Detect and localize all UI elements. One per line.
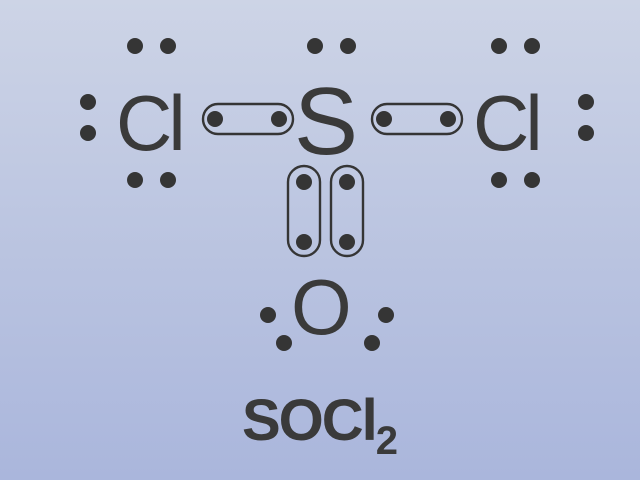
atom-chlorine-right: Cl: [473, 79, 543, 167]
bond-s-o-second: [329, 164, 365, 258]
bond-s-right-cl: [370, 102, 464, 136]
formula-subscript: 2: [375, 419, 399, 463]
lone-pair-s-top: [307, 38, 356, 54]
atom-oxygen: O: [291, 263, 352, 351]
lone-pair-left-cl-left: [80, 94, 96, 141]
lone-pair-right-cl-top: [491, 38, 540, 54]
molecular-formula: SOCl2: [0, 392, 640, 463]
lone-pair-right-cl-bottom: [491, 172, 540, 188]
lone-pair-left-cl-bottom: [127, 172, 176, 188]
bond-left-cl-s: [201, 102, 295, 136]
atom-sulfur: S: [294, 68, 359, 175]
lone-pair-o-right: [364, 307, 394, 351]
atom-chlorine-left: Cl: [116, 79, 186, 167]
lone-pair-right-cl-right: [578, 94, 594, 141]
lone-pair-o-left: [260, 307, 292, 351]
bond-s-o-first: [286, 164, 322, 258]
lone-pair-left-cl-top: [127, 38, 176, 54]
formula-base: SOCl: [241, 388, 378, 453]
